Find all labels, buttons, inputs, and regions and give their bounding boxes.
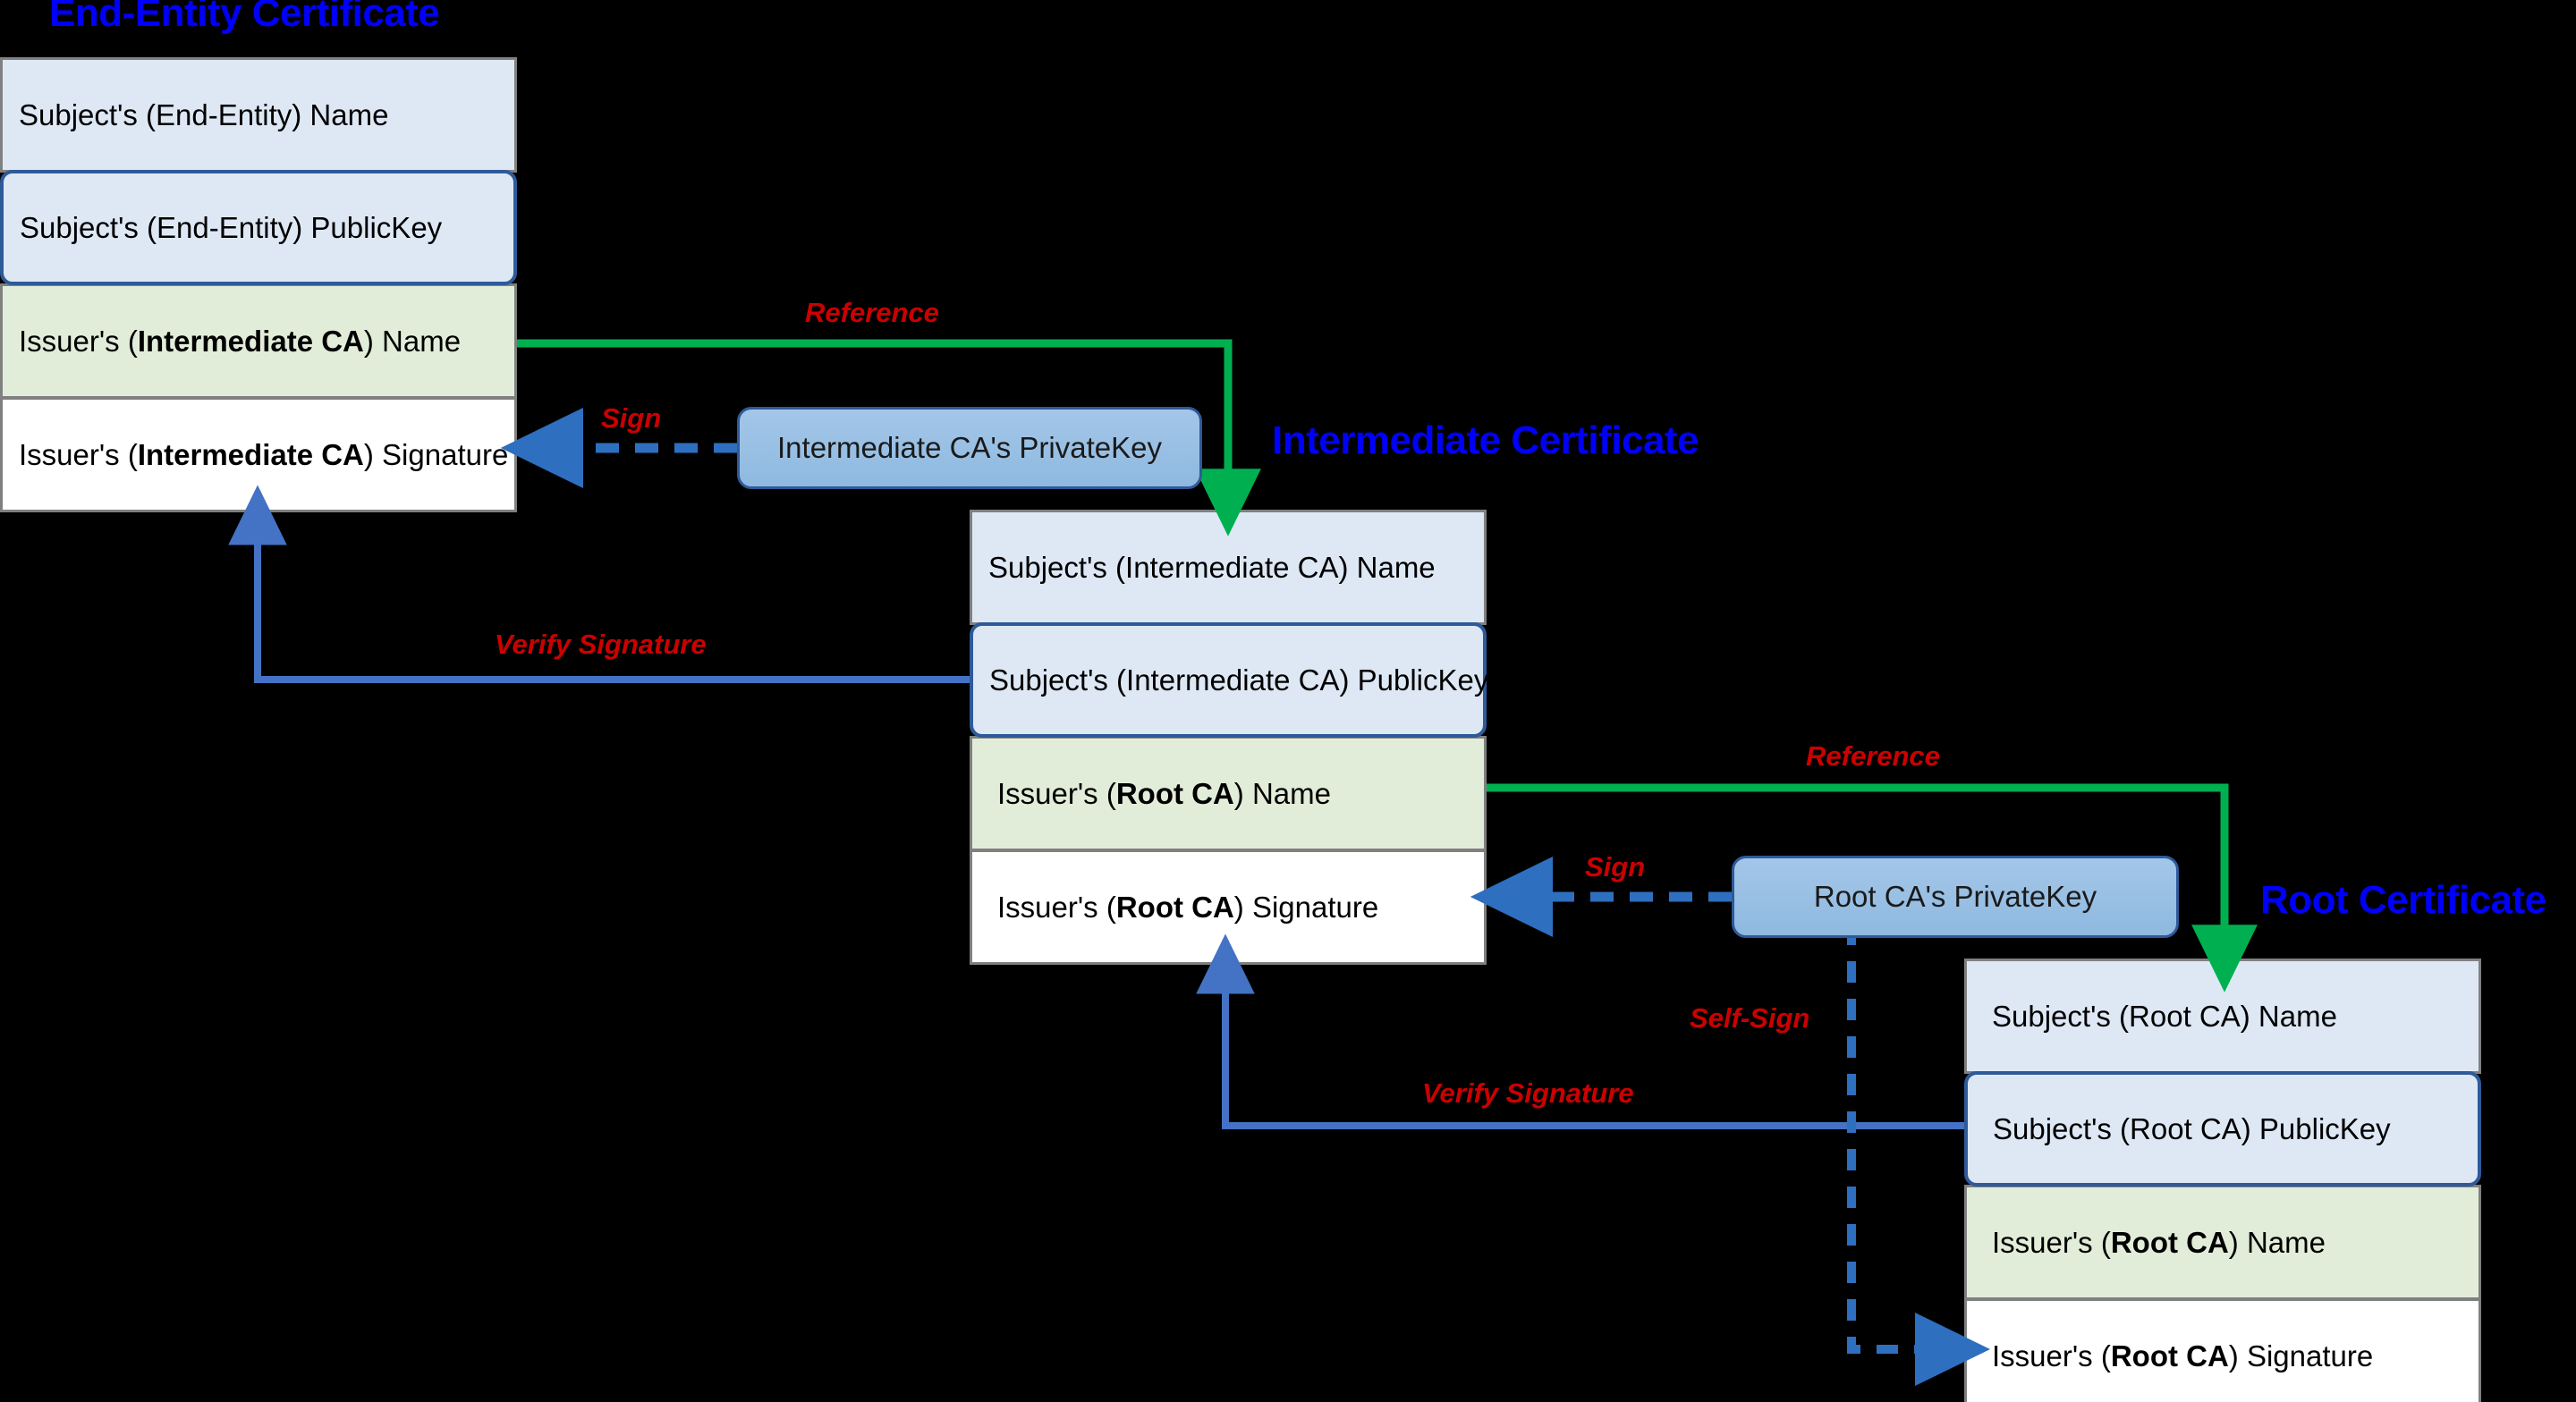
root-issuer-name-row: Issuer's (Root CA) Name	[1964, 1185, 2481, 1300]
intermediate-issuer-signature-row: Issuer's (Root CA) Signature	[970, 849, 1487, 965]
edge-label-sign-end-entity: Sign	[601, 402, 662, 434]
intermediate-certificate-title: Intermediate Certificate	[1272, 418, 1699, 462]
edge-label-self-sign-root: Self-Sign	[1690, 1002, 1810, 1034]
root-subject-name-label: Subject's (Root CA) Name	[1992, 999, 2337, 1033]
intermediate-issuer-signature-label: Issuer's (Root CA) Signature	[997, 890, 1379, 924]
intermediate-issuer-name-row: Issuer's (Root CA) Name	[970, 736, 1487, 851]
intermediate-subject-name-row: Subject's (Intermediate CA) Name	[970, 510, 1487, 625]
end-entity-issuer-name-label: Issuer's (Intermediate CA) Name	[19, 324, 462, 358]
intermediate-certificate-box: Subject's (Intermediate CA) Name Subject…	[970, 510, 1489, 965]
end-entity-issuer-signature-row: Issuer's (Intermediate CA) Signature	[0, 397, 517, 512]
root-subject-name-row: Subject's (Root CA) Name	[1964, 959, 2481, 1074]
intermediate-ca-privatekey-label: Intermediate CA's PrivateKey	[777, 431, 1162, 464]
intermediate-subject-publickey-label: Subject's (Intermediate CA) PublicKey	[989, 663, 1489, 697]
edge-label-verify-end-entity: Verify Signature	[495, 629, 707, 660]
end-entity-certificate-box: Subject's (End-Entity) Name Subject's (E…	[0, 57, 517, 512]
end-entity-issuer-signature-label: Issuer's (Intermediate CA) Signature	[19, 437, 509, 471]
root-certificate-title: Root Certificate	[2260, 878, 2546, 922]
edge-self-sign-root	[1847, 924, 1991, 1386]
intermediate-subject-name-label: Subject's (Intermediate CA) Name	[988, 550, 1436, 584]
root-issuer-name-label: Issuer's (Root CA) Name	[1992, 1225, 2326, 1259]
root-certificate-box: Subject's (Root CA) Name Subject's (Root…	[1964, 959, 2481, 1402]
end-entity-subject-name-label: Subject's (End-Entity) Name	[19, 97, 389, 131]
root-ca-privatekey-box: Root CA's PrivateKey	[1732, 856, 2179, 938]
edge-label-reference-intermediate: Reference	[805, 297, 939, 328]
edge-label-verify-intermediate: Verify Signature	[1422, 1077, 1634, 1109]
root-subject-publickey-row: Subject's (Root CA) PublicKey	[1964, 1071, 2481, 1187]
end-entity-subject-name-row: Subject's (End-Entity) Name	[0, 57, 517, 173]
root-issuer-signature-row: Issuer's (Root CA) Signature	[1964, 1298, 2481, 1402]
root-subject-publickey-label: Subject's (Root CA) PublicKey	[1993, 1111, 2391, 1145]
end-entity-subject-publickey-label: Subject's (End-Entity) PublicKey	[20, 210, 443, 244]
end-entity-certificate-title: End-Entity Certificate	[49, 0, 440, 35]
end-entity-issuer-name-row: Issuer's (Intermediate CA) Name	[0, 283, 517, 399]
edge-label-reference-root: Reference	[1806, 740, 1940, 772]
edge-label-sign-intermediate: Sign	[1585, 851, 1646, 883]
intermediate-subject-publickey-row: Subject's (Intermediate CA) PublicKey	[970, 622, 1489, 738]
root-issuer-signature-label: Issuer's (Root CA) Signature	[1992, 1339, 2374, 1372]
root-ca-privatekey-label: Root CA's PrivateKey	[1813, 880, 2097, 913]
intermediate-issuer-name-label: Issuer's (Root CA) Name	[997, 776, 1331, 810]
end-entity-subject-publickey-row: Subject's (End-Entity) PublicKey	[0, 170, 517, 285]
intermediate-ca-privatekey-box: Intermediate CA's PrivateKey	[737, 407, 1202, 489]
